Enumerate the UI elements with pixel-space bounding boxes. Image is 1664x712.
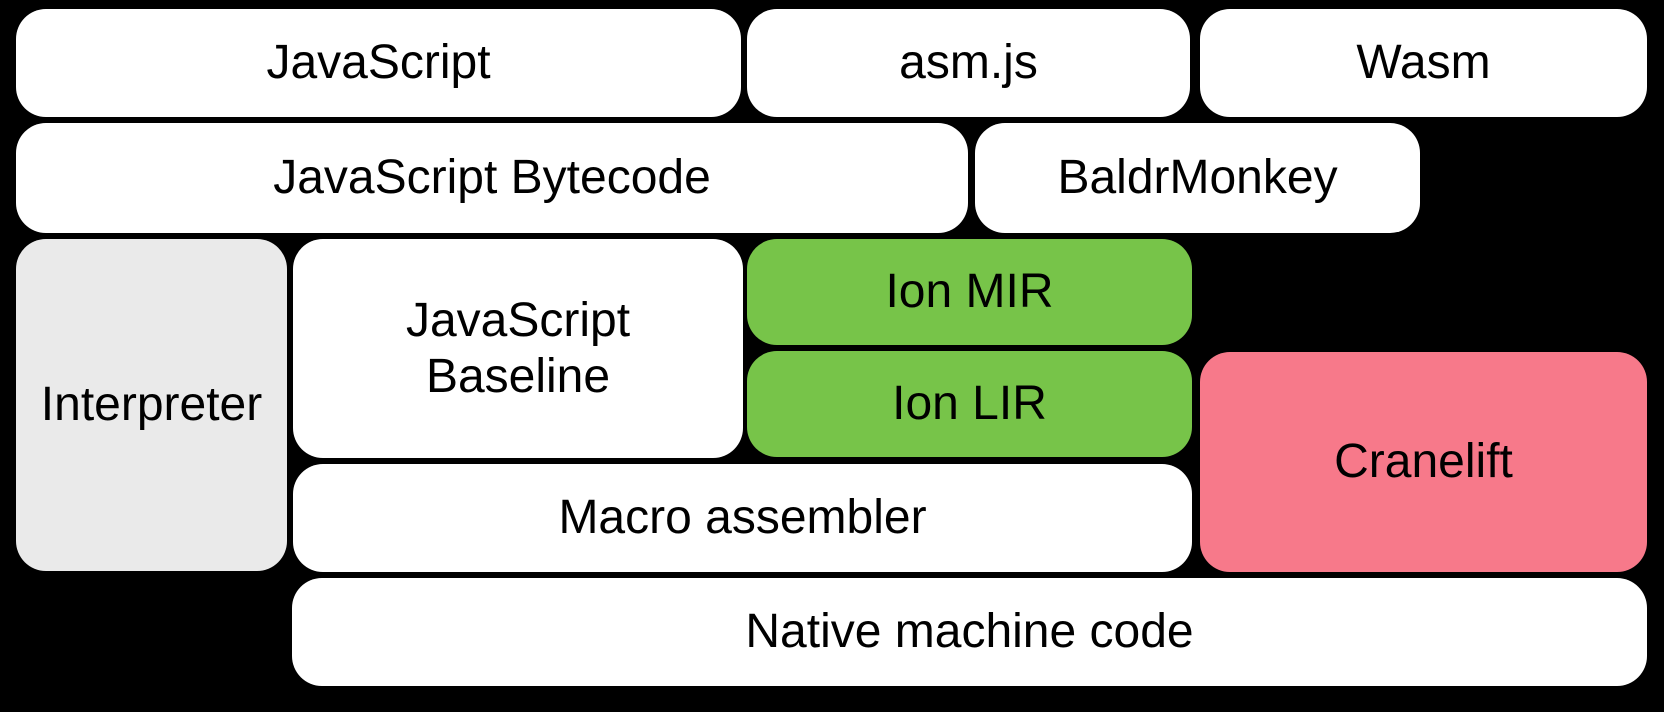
node-ion-mir: Ion MIR — [747, 239, 1192, 345]
node-javascript-bytecode: JavaScript Bytecode — [16, 123, 968, 233]
node-interpreter: Interpreter — [16, 239, 287, 571]
node-asmjs: asm.js — [747, 9, 1190, 117]
node-macro-assembler: Macro assembler — [293, 464, 1192, 572]
node-native-machine-code: Native machine code — [292, 578, 1647, 686]
node-javascript-baseline: JavaScript Baseline — [293, 239, 743, 458]
node-javascript: JavaScript — [16, 9, 741, 117]
node-baldrmonkey: BaldrMonkey — [975, 123, 1420, 233]
node-cranelift: Cranelift — [1200, 352, 1647, 572]
node-ion-lir: Ion LIR — [747, 351, 1192, 457]
node-wasm: Wasm — [1200, 9, 1647, 117]
